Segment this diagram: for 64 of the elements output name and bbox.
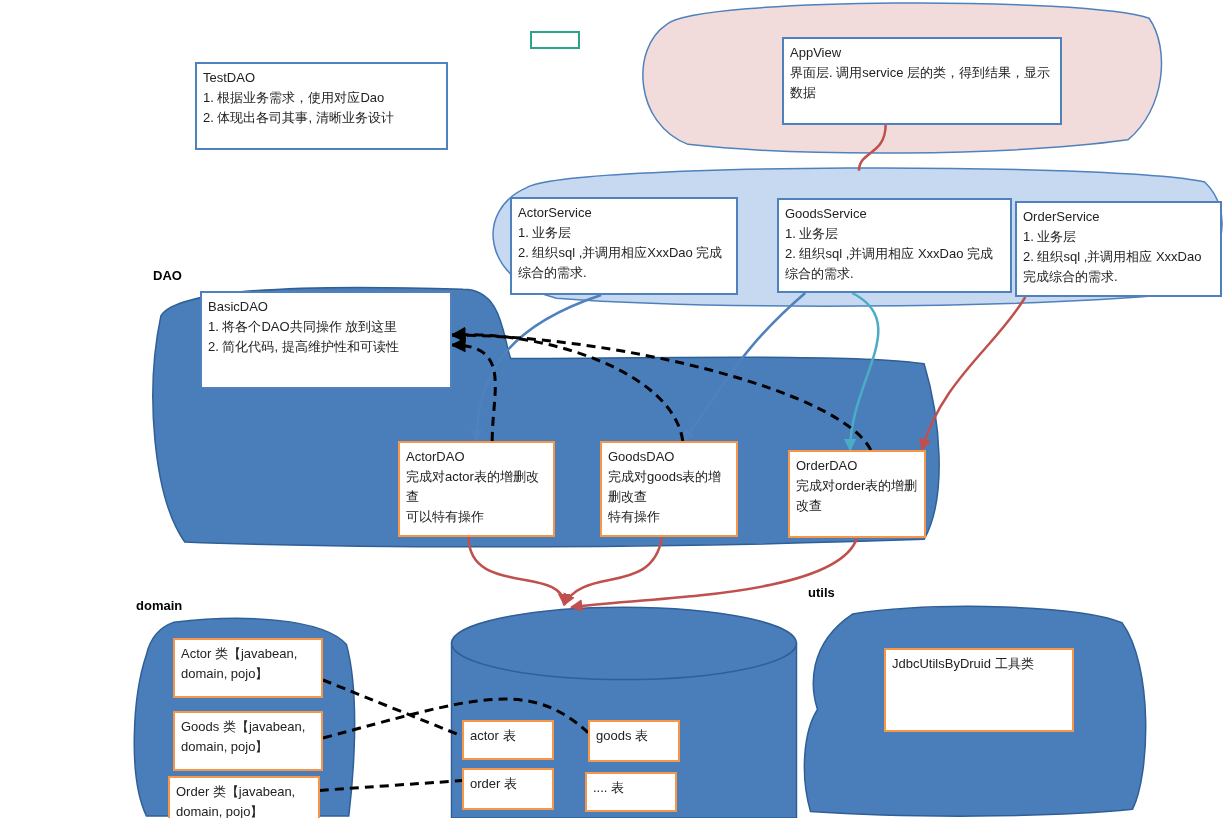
- connector-line: [319, 779, 463, 792]
- box-text: 1. 业务层: [785, 225, 840, 243]
- box-title: TestDAO: [203, 69, 256, 87]
- box-text: 特有操作: [608, 508, 661, 526]
- box-text: 完成对goods表的增删改查: [608, 468, 723, 506]
- box-text: 1. 业务层: [518, 224, 573, 242]
- box-title: ActorService: [518, 204, 593, 222]
- arrow: [844, 291, 880, 452]
- box-text: 1. 业务层: [1023, 228, 1078, 246]
- class-box: [600, 441, 738, 537]
- class-box: [585, 772, 677, 812]
- class-box: [173, 711, 323, 771]
- box-text: 完成对order表的增删改查: [796, 477, 918, 515]
- arrow: [467, 536, 568, 607]
- box-title: actor 表: [470, 727, 517, 745]
- layer-box: [1015, 201, 1222, 297]
- arrow: [450, 327, 685, 442]
- box-text: 1. 根据业务需求，使用对应Dao: [203, 89, 386, 107]
- class-box: [788, 450, 926, 538]
- arrow: [450, 338, 497, 442]
- box-text: 完成对actor表的增删改查: [406, 468, 540, 506]
- package-heading: domain: [136, 598, 183, 613]
- layer-box: [200, 291, 452, 389]
- arrow: [450, 327, 872, 451]
- class-box: [462, 768, 554, 810]
- box-text: 1. 将各个DAO共同操作 放到这里: [208, 318, 399, 336]
- class-box: [884, 648, 1074, 732]
- layer-box: [195, 62, 448, 150]
- layer-box: [510, 197, 738, 295]
- connector-line: [857, 124, 887, 171]
- box-title: GoodsDAO: [608, 448, 676, 466]
- box-text: 2. 体现出各司其事, 清晰业务设计: [203, 109, 395, 127]
- class-box: [168, 776, 320, 818]
- box-title: BasicDAO: [208, 298, 269, 316]
- box-title: ActorDAO: [406, 448, 466, 466]
- package-heading: DAO: [153, 268, 182, 283]
- package-heading: utils: [808, 585, 835, 600]
- box-title: Actor 类【javabean, domain, pojo】: [181, 645, 299, 683]
- box-text: 2. 组织sql ,并调用相应 XxxDao 完成综合的需求.: [1023, 248, 1203, 286]
- box-title: .... 表: [593, 779, 626, 797]
- box-text: 2. 简化代码, 提高维护性和可读性: [208, 338, 400, 356]
- layer-box: [782, 37, 1062, 125]
- box-text: 2. 组织sql ,并调用相应 XxxDao 完成综合的需求.: [785, 245, 995, 283]
- box-title: JdbcUtilsByDruid 工具类: [892, 655, 1035, 673]
- connector-line: [322, 697, 589, 740]
- box-text: 2. 组织sql ,并调用相应XxxDao 完成综合的需求.: [518, 244, 724, 282]
- class-box: [398, 441, 555, 537]
- arrow: [919, 296, 1027, 452]
- box-title: OrderService: [1023, 208, 1101, 226]
- class-box: [173, 638, 323, 698]
- box-title: GoodsService: [785, 205, 868, 223]
- arrow: [569, 537, 859, 613]
- box-title: OrderDAO: [796, 457, 859, 475]
- box-title: goods 表: [596, 727, 650, 745]
- class-box: [588, 720, 680, 762]
- box-title: AppView: [790, 44, 843, 62]
- box-text: 可以特有操作: [406, 508, 485, 526]
- box-title: Goods 类【javabean, domain, pojo】: [181, 718, 307, 756]
- box-text: 界面层. 调用service 层的类，得到结果，显示数据: [790, 64, 1051, 102]
- layer-box: [777, 198, 1012, 293]
- arrow: [563, 536, 664, 607]
- box-title: order 表: [470, 775, 518, 793]
- class-box: [462, 720, 554, 760]
- box-title: Order 类【javabean, domain, pojo】: [176, 783, 297, 818]
